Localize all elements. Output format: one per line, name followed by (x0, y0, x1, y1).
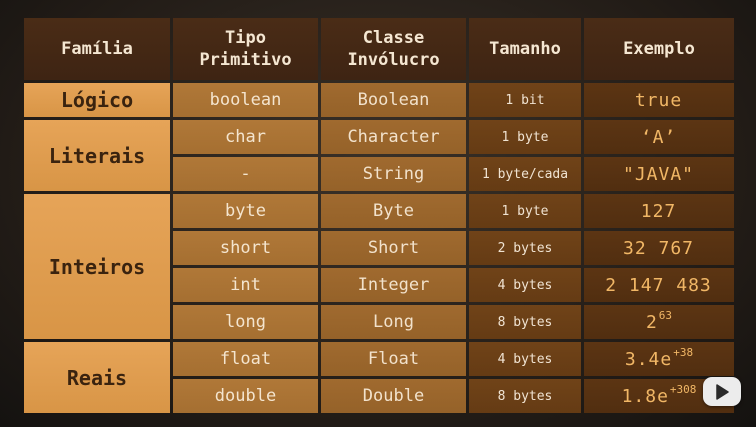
example-cell: 32 767 (584, 231, 734, 265)
play-button[interactable] (703, 377, 741, 406)
example-exponent: +308 (669, 382, 697, 396)
wrapper-cell: Byte (321, 194, 466, 228)
size-cell: 4 bytes (469, 268, 581, 302)
primitive-cell: - (173, 157, 318, 191)
primitive-cell: double (173, 379, 318, 413)
size-cell: 1 byte/cada (469, 157, 581, 191)
example-value: true (634, 89, 683, 111)
example-value: "JAVA" (622, 163, 695, 185)
size-cell: 1 byte (469, 120, 581, 154)
size-cell: 1 bit (469, 83, 581, 117)
size-cell: 2 bytes (469, 231, 581, 265)
size-cell: 8 bytes (469, 305, 581, 339)
header-familia-label: Família (61, 39, 133, 59)
family-reais: Reais (24, 342, 170, 413)
header-classe-line1: Classe (362, 28, 425, 48)
header-familia: Família (24, 18, 170, 80)
wrapper-cell: Long (321, 305, 466, 339)
wrapper-cell: Character (321, 120, 466, 154)
size-cell: 4 bytes (469, 342, 581, 376)
primitive-cell: long (173, 305, 318, 339)
example-value: 3.4e (624, 348, 673, 370)
header-tamanho-label: Tamanho (489, 39, 561, 59)
primitive-cell: int (173, 268, 318, 302)
wrapper-cell: Boolean (321, 83, 466, 117)
family-logico: Lógico (24, 83, 170, 117)
example-cell: "JAVA" (584, 157, 734, 191)
family-literais: Literais (24, 120, 170, 191)
header-tipo-primitivo: Tipo Primitivo (173, 18, 318, 80)
primitive-cell: char (173, 120, 318, 154)
header-classe-line2: Invólucro (347, 50, 440, 70)
header-exemplo-label: Exemplo (623, 39, 695, 59)
wrapper-cell: Integer (321, 268, 466, 302)
wrapper-cell: String (321, 157, 466, 191)
example-cell: true (584, 83, 734, 117)
example-value: 2 147 483 (605, 274, 712, 296)
header-tipo-line1: Tipo (225, 28, 266, 48)
primitive-cell: float (173, 342, 318, 376)
primitive-cell: byte (173, 194, 318, 228)
example-cell: ‘A’ (584, 120, 734, 154)
java-types-table: Família Tipo Primitivo Classe Invólucro … (24, 18, 734, 413)
example-cell: 3.4e+38 (584, 342, 734, 376)
wrapper-cell: Double (321, 379, 466, 413)
header-tipo-line2: Primitivo (199, 50, 292, 70)
example-value: 127 (640, 200, 677, 222)
example-exponent: 63 (658, 308, 673, 322)
play-icon (716, 383, 729, 400)
primitive-cell: boolean (173, 83, 318, 117)
wrapper-cell: Short (321, 231, 466, 265)
header-tamanho: Tamanho (469, 18, 581, 80)
example-exponent: +38 (673, 345, 694, 359)
primitive-cell: short (173, 231, 318, 265)
family-inteiros: Inteiros (24, 194, 170, 339)
example-value: 1.8e (621, 385, 669, 407)
example-cell: 2 147 483 (584, 268, 734, 302)
header-classe-involucro: Classe Invólucro (321, 18, 466, 80)
header-exemplo: Exemplo (584, 18, 734, 80)
example-value: 32 767 (622, 237, 695, 259)
example-value: 2 (645, 311, 658, 333)
size-cell: 8 bytes (469, 379, 581, 413)
wrapper-cell: Float (321, 342, 466, 376)
example-cell: 127 (584, 194, 734, 228)
size-cell: 1 byte (469, 194, 581, 228)
example-value: ‘A’ (640, 126, 677, 148)
